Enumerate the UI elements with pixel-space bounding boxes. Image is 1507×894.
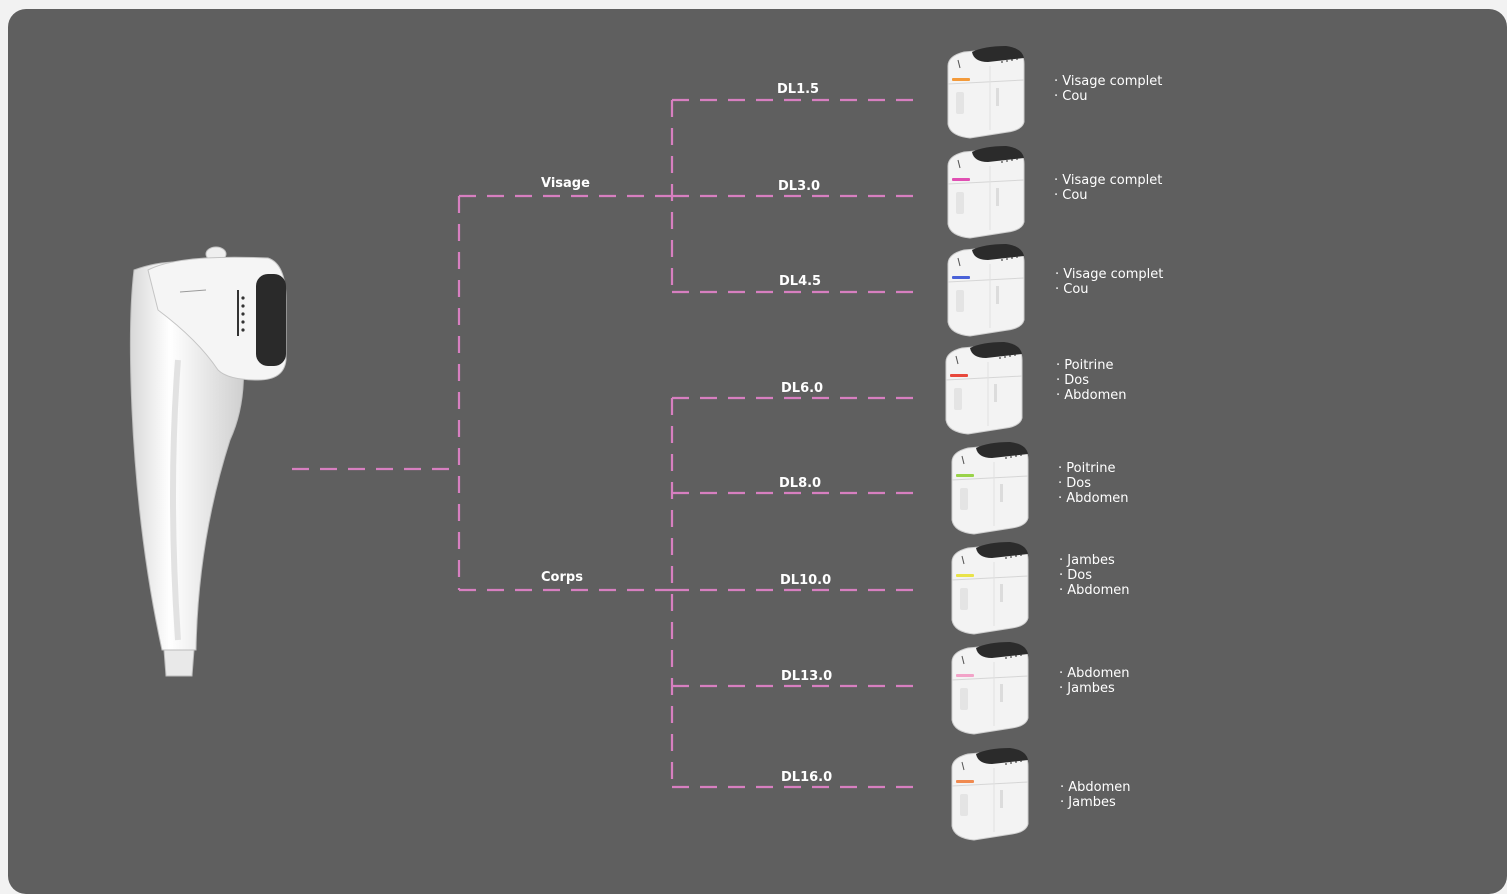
cartridge-image bbox=[951, 442, 1029, 535]
cartridge-image bbox=[951, 542, 1029, 635]
cartridge-label: DL13.0 bbox=[781, 669, 833, 684]
cartridge-label: DL3.0 bbox=[778, 179, 821, 194]
cartridge-label: DL1.5 bbox=[777, 82, 820, 97]
cartridge-image bbox=[951, 748, 1029, 841]
cartridge-label: DL6.0 bbox=[781, 381, 824, 396]
zone-item: · Cou bbox=[1054, 188, 1088, 203]
zone-item: · Abdomen bbox=[1056, 388, 1127, 403]
cartridge-label: DL8.0 bbox=[779, 476, 822, 491]
zone-item: · Poitrine bbox=[1056, 358, 1114, 373]
zone-item: · Abdomen bbox=[1059, 666, 1130, 681]
zone-list: · Abdomen · Jambes bbox=[1059, 666, 1130, 696]
cartridge-label: DL16.0 bbox=[781, 770, 833, 785]
zone-item: · Visage complet bbox=[1054, 173, 1163, 188]
zone-item: · Dos bbox=[1058, 476, 1092, 491]
zone-list: · Poitrine · Dos · Abdomen bbox=[1058, 461, 1129, 506]
zone-list: · Visage complet · Cou bbox=[1055, 267, 1163, 297]
zone-list: · Visage complet · Cou bbox=[1054, 74, 1162, 104]
branch-label-visage: Visage bbox=[541, 176, 590, 191]
diagram-panel bbox=[8, 9, 1507, 894]
zone-item: · Dos bbox=[1059, 568, 1093, 583]
zone-list: · Visage complet · Cou bbox=[1054, 173, 1162, 203]
cartridge-image bbox=[947, 244, 1025, 337]
zone-list: · Abdomen · Jambes bbox=[1060, 780, 1131, 810]
cartridge-image bbox=[951, 642, 1029, 735]
cartridge-image bbox=[947, 146, 1025, 239]
cartridge-image bbox=[947, 46, 1025, 139]
zone-item: · Dos bbox=[1056, 373, 1090, 388]
zone-item: · Visage complet bbox=[1055, 267, 1164, 282]
zone-item: · Visage complet bbox=[1054, 74, 1163, 89]
zone-item: · Abdomen bbox=[1060, 780, 1131, 795]
branch-label-corps: Corps bbox=[541, 570, 583, 585]
zone-item: · Jambes bbox=[1059, 681, 1115, 696]
zone-item: · Poitrine bbox=[1058, 461, 1116, 476]
cartridge-image bbox=[945, 342, 1023, 435]
zone-list: · Jambes · Dos · Abdomen bbox=[1059, 553, 1130, 598]
cartridge-label: DL4.5 bbox=[779, 274, 822, 289]
zone-item: · Cou bbox=[1054, 89, 1088, 104]
zone-list: · Poitrine · Dos · Abdomen bbox=[1056, 358, 1127, 403]
cartridge-label: DL10.0 bbox=[780, 573, 832, 588]
zone-item: · Abdomen bbox=[1059, 583, 1130, 598]
zone-item: · Jambes bbox=[1060, 795, 1116, 810]
handpiece-image bbox=[129, 246, 287, 677]
zone-item: · Abdomen bbox=[1058, 491, 1129, 506]
zone-item: · Cou bbox=[1055, 282, 1089, 297]
zone-item: · Jambes bbox=[1059, 553, 1115, 568]
